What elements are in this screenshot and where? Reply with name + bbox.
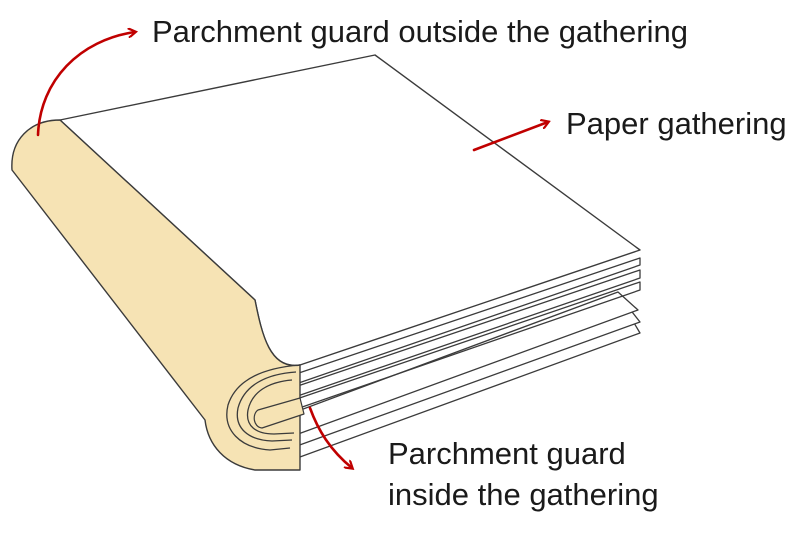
- label-guard-inside-line2: inside the gathering: [388, 477, 659, 512]
- upper-sheet-edges: [281, 257, 641, 415]
- inner-parchment-guard: [253, 397, 305, 429]
- outer-parchment-guard: [11, 119, 301, 471]
- arrow-guard-outside: [36, 32, 135, 137]
- label-guard-outside: Parchment guard outside the gathering: [152, 14, 688, 49]
- lower-sheets: [251, 291, 641, 466]
- folded-sheets-spine: [226, 364, 301, 451]
- label-paper-gathering: Paper gathering: [566, 106, 787, 141]
- arrow-guard-inside: [308, 406, 352, 468]
- label-guard-inside-line1: Parchment guard: [388, 436, 626, 471]
- arrow-paper-gathering: [472, 122, 548, 152]
- callout-arrows: [36, 32, 548, 468]
